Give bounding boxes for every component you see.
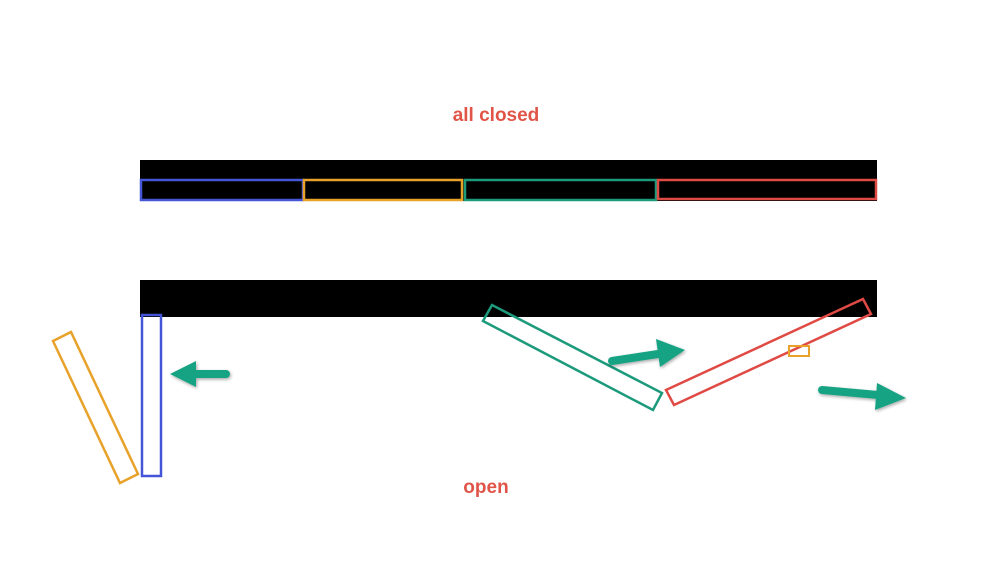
closed-caption: all closed xyxy=(452,105,540,126)
open-panel-blue xyxy=(140,313,163,478)
open-caption: open xyxy=(463,477,509,498)
closed-panel-red xyxy=(656,178,878,201)
closed-panel-green xyxy=(463,178,658,202)
open-black-bar xyxy=(140,280,877,317)
open-state xyxy=(51,280,877,485)
arrow-right-icon xyxy=(818,383,906,410)
open-panel-orange xyxy=(51,330,140,485)
open-small-orange-tab xyxy=(788,345,810,357)
arrow-left-icon xyxy=(170,361,230,387)
arrow-right-icon xyxy=(608,339,685,367)
open-panel-red xyxy=(664,297,873,407)
closed-panel-orange xyxy=(302,178,464,202)
closed-state xyxy=(139,160,878,202)
arrows xyxy=(170,339,906,410)
open-panel-green xyxy=(481,303,664,412)
